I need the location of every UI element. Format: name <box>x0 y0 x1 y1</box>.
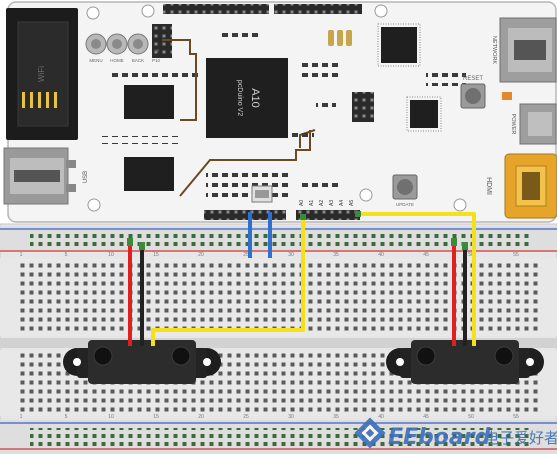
analog-label-a5: A5 <box>349 200 355 206</box>
column-number-45-bottom: 45 <box>423 414 429 420</box>
column-number-40-bottom: 40 <box>378 414 384 420</box>
analog-label-a0: A0 <box>299 200 305 206</box>
eeboard-watermark: EEboard 电子爱好者网 <box>354 417 557 450</box>
column-number-55-top: 55 <box>513 252 519 258</box>
analog-label-a1: A1 <box>309 200 315 206</box>
column-numbers: 1155101015152020252530303535404045455050… <box>20 252 519 420</box>
column-number-20-top: 20 <box>198 252 204 258</box>
column-number-1-top: 1 <box>20 252 23 258</box>
home-label: HOME <box>110 58 124 63</box>
analog-label-a2: A2 <box>319 200 325 206</box>
column-number-35-bottom: 35 <box>333 414 339 420</box>
wires <box>128 212 476 346</box>
column-number-15-bottom: 15 <box>153 414 159 420</box>
wifi-module: WiFi <box>6 8 78 140</box>
watermark-cn: 电子爱好者网 <box>484 429 557 447</box>
usb-port: USB <box>3 147 89 205</box>
column-number-15-top: 15 <box>153 252 159 258</box>
analog-header[interactable] <box>296 210 360 220</box>
p10-label: P10 <box>152 58 161 63</box>
jumper-header[interactable] <box>352 92 374 122</box>
power-header[interactable] <box>204 210 286 220</box>
analog-pin-labels: A0 A1 A2 A3 A4 A5 <box>299 200 355 206</box>
capacitors <box>328 30 352 46</box>
usb-label: USB <box>83 171 89 183</box>
column-number-5-top: 5 <box>65 252 68 258</box>
a10-soc-chip: A10 pcDuino V2 <box>206 58 288 138</box>
wire-signal-a1 <box>358 212 476 346</box>
microcontroller-chip <box>381 27 417 63</box>
memory-chip-top <box>124 85 174 119</box>
network-label: NETWORK <box>491 36 497 64</box>
usb-hub-chip <box>410 100 438 128</box>
top-header-right[interactable] <box>274 4 362 14</box>
column-number-30-top: 30 <box>288 252 294 258</box>
column-number-30-bottom: 30 <box>288 414 294 420</box>
top-header-left[interactable] <box>163 4 269 14</box>
wire-signal-a0 <box>151 216 305 346</box>
button-group: MENU HOME BACK <box>85 33 149 63</box>
wire-ends <box>127 211 468 250</box>
hdmi-label: HDMI <box>485 177 492 195</box>
column-number-25-bottom: 25 <box>243 414 249 420</box>
update-button[interactable] <box>392 174 418 200</box>
column-number-45-top: 45 <box>423 252 429 258</box>
memory-chip-bottom <box>124 157 174 191</box>
center-channel <box>0 338 557 348</box>
column-number-1-bottom: 1 <box>20 414 23 420</box>
chip-label: A10 <box>249 88 261 108</box>
menu-label: MENU <box>89 58 102 63</box>
analog-label-a3: A3 <box>329 200 335 206</box>
reset-label: RESET <box>463 76 483 82</box>
ir-label: IR <box>155 48 160 53</box>
column-number-25-top: 25 <box>243 252 249 258</box>
column-number-50-top: 50 <box>468 252 474 258</box>
column-number-50-bottom: 50 <box>468 414 474 420</box>
column-number-55-bottom: 55 <box>513 414 519 420</box>
column-number-20-bottom: 20 <box>198 414 204 420</box>
back-label: BACK <box>132 58 144 63</box>
power-label: POWER <box>510 114 516 135</box>
column-number-5-bottom: 5 <box>65 414 68 420</box>
update-label: UPDATE <box>396 202 414 207</box>
column-number-10-bottom: 10 <box>108 414 114 420</box>
eeboard-logo-icon <box>354 417 386 449</box>
wifi-label: WiFi <box>37 66 46 82</box>
ir-distance-sensor-right <box>386 340 544 384</box>
reset-button[interactable] <box>460 83 486 109</box>
pcduino-board: WiFi USB MENU HOME BACK <box>3 1 557 223</box>
model-label: pcDuino V2 <box>236 80 243 116</box>
column-number-35-top: 35 <box>333 252 339 258</box>
column-number-10-top: 10 <box>108 252 114 258</box>
analog-label-a4: A4 <box>339 200 345 206</box>
hdmi-port: HDMI <box>485 153 557 219</box>
watermark-brand: EEboard <box>388 425 491 450</box>
network-port: NETWORK <box>491 17 557 83</box>
column-number-40-top: 40 <box>378 252 384 258</box>
power-port: POWER <box>510 103 557 145</box>
ir-p10-header: IR P10 <box>152 24 172 63</box>
ir-distance-sensor-left <box>63 340 221 384</box>
